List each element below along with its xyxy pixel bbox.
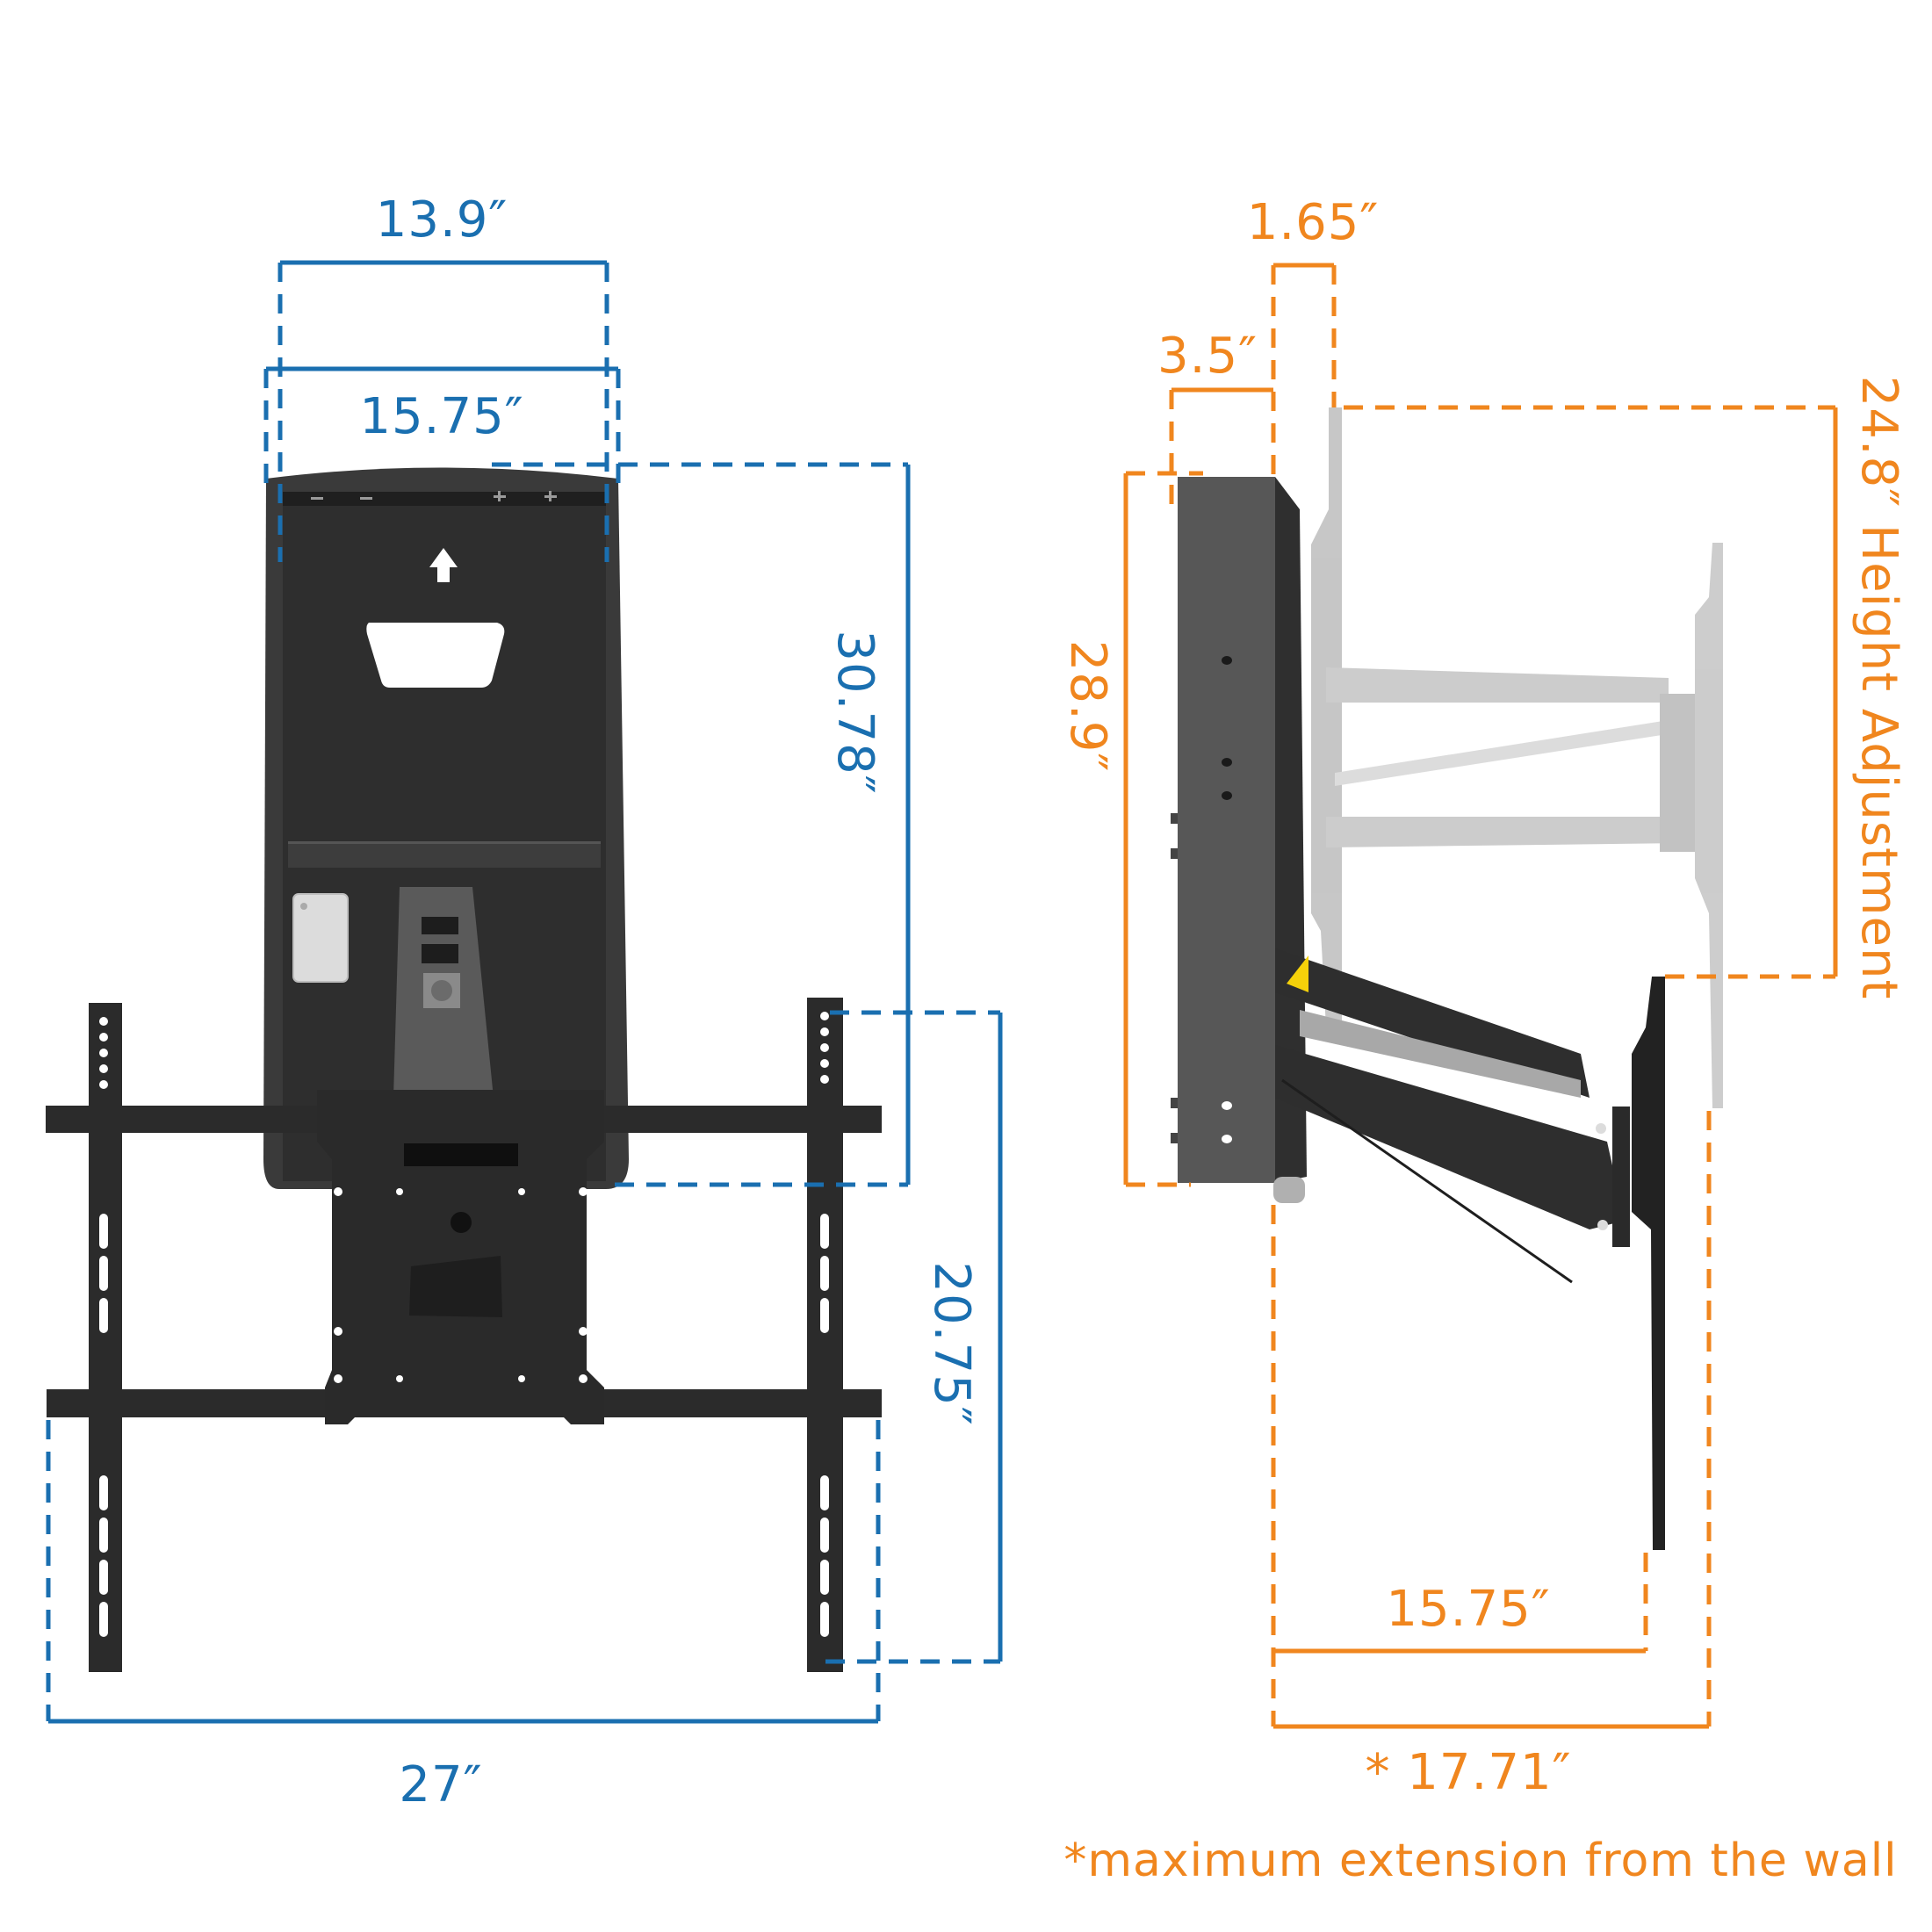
dim-label-30-78: 30.78″ (826, 630, 883, 795)
front-view (46, 260, 1003, 1724)
extended-tv-plate (1632, 977, 1665, 1550)
dim-label-1-65: 1.65″ (1246, 194, 1380, 251)
side-dimension-lines (1123, 263, 1838, 1729)
up-arrow-icon (429, 548, 458, 582)
vesa-plate (317, 1090, 604, 1424)
side-view (1123, 263, 1838, 1729)
ghost-raised-position (1311, 407, 1723, 1108)
dim-label-height-adjustment: 24.8″ Height Adjustment (1850, 375, 1907, 1000)
front-dimension-lines (46, 260, 1003, 1724)
dim-label-17-71: * 17.71″ (1365, 1744, 1572, 1801)
footnote: *maximum extension from the wall (1063, 1835, 1898, 1887)
dim-label-28-9: 28.9″ (1059, 639, 1116, 773)
pinch-warning-icon (1287, 955, 1308, 992)
dim-label-13-9: 13.9″ (375, 191, 508, 249)
dim-label-27: 27″ (399, 1756, 483, 1813)
tv-rail-right (807, 998, 843, 1672)
dim-label-3-5: 3.5″ (1157, 328, 1258, 385)
articulating-arm (1275, 948, 1630, 1284)
tv-rail-left (89, 1003, 122, 1672)
dim-label-15-75-side: 15.75″ (1386, 1581, 1551, 1638)
enclosure-side (1171, 477, 1307, 1203)
dim-label-20-75: 20.75″ (923, 1261, 980, 1426)
enclosure-box (263, 467, 629, 1189)
dim-label-15-75-front: 15.75″ (359, 388, 524, 445)
